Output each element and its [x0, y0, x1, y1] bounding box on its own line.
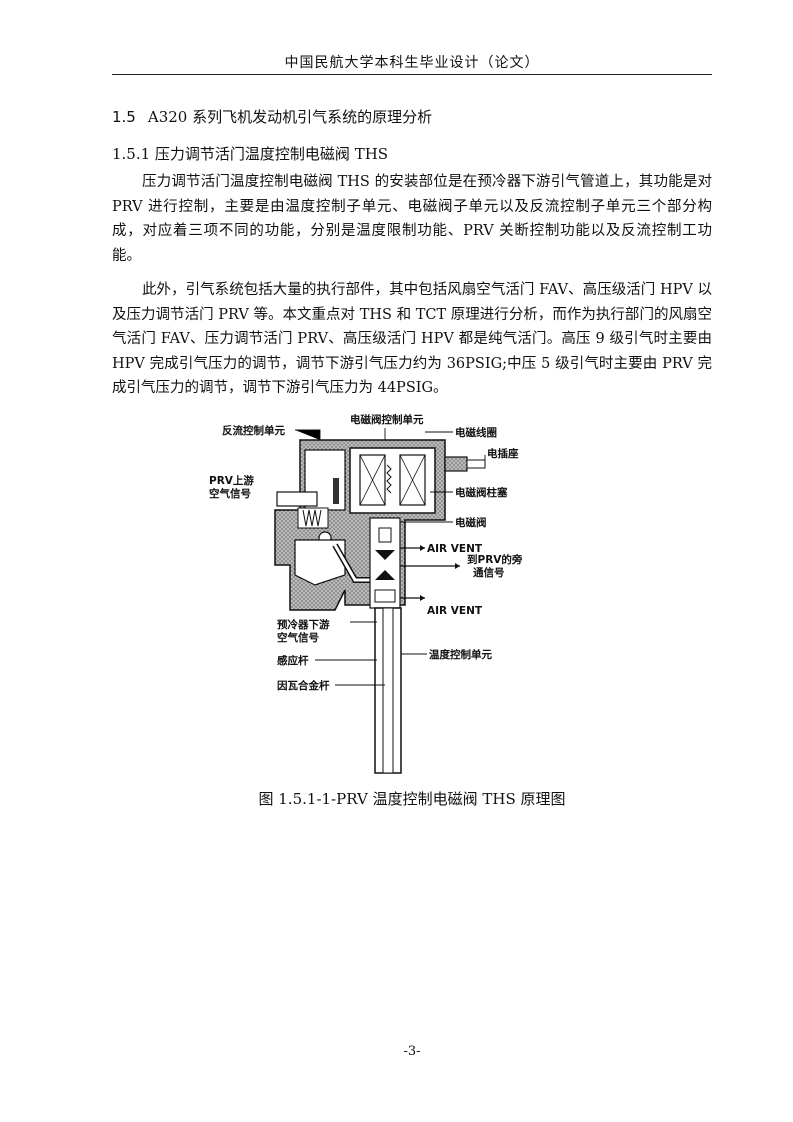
label-precooler-2: 空气信号	[277, 631, 319, 644]
label-air-vent-1: AIR VENT	[427, 543, 483, 555]
page-number: -3-	[403, 1044, 421, 1059]
figure-caption: 图 1.5.1-1-PRV 温度控制电磁阀 THS 原理图	[258, 790, 566, 808]
label-prv-upstream-1: PRV上游	[209, 474, 254, 487]
label-prv-upstream-2: 空气信号	[209, 487, 251, 500]
paragraph-1: 压力调节活门温度控制电磁阀 THS 的安装部位是在预冷器下游引气管道上，其功能是…	[112, 174, 712, 264]
diaphragm	[333, 478, 339, 504]
ths-diagram: 电磁阀控制单元 反流控制单元 电磁线圈 电插座 PRV上游 空气信号 电磁阀柱塞…	[195, 410, 555, 780]
label-reverse-flow-unit: 反流控制单元	[222, 424, 285, 437]
upper-poppet	[375, 550, 395, 560]
label-socket: 电插座	[487, 447, 519, 460]
label-precooler-1: 预冷器下游	[277, 618, 330, 631]
section-number: 1.5	[112, 108, 136, 126]
section-heading: 1.5 A320 系列飞机发动机引气系统的原理分析	[112, 106, 432, 127]
label-coil: 电磁线圈	[455, 426, 497, 439]
header-rule	[112, 74, 712, 75]
section-title: A320 系列飞机发动机引气系统的原理分析	[147, 108, 433, 126]
prv-upstream-port	[276, 491, 318, 507]
invar-rod	[382, 607, 394, 774]
label-air-vent-2: AIR VENT	[427, 605, 483, 617]
label-temp-unit: 温度控制单元	[429, 648, 492, 661]
plunger-spring	[386, 464, 392, 494]
label-to-prv-1: 到PRV的旁	[467, 553, 523, 566]
page-header: 中国民航大学本科生毕业设计（论文）	[284, 55, 540, 71]
paragraph-2: 此外，引气系统包括大量的执行部件，其中包括风扇空气活门 FAV、高压级活门 HP…	[112, 282, 712, 396]
label-invar-rod: 因瓦合金杆	[277, 679, 330, 692]
lower-chamber	[294, 539, 346, 586]
ths-diagram-svg: 电磁阀控制单元 反流控制单元 电磁线圈 电插座 PRV上游 空气信号 电磁阀柱塞…	[209, 413, 523, 774]
lower-poppet	[375, 570, 395, 580]
electrical-socket	[444, 456, 468, 472]
label-solenoid-unit: 电磁阀控制单元	[350, 413, 424, 426]
label-plunger: 电磁阀柱塞	[455, 486, 508, 499]
label-solenoid-valve: 电磁阀	[455, 516, 487, 529]
label-to-prv-2: 通信号	[473, 566, 505, 579]
label-sensing-rod: 感应杆	[277, 654, 309, 667]
subsection-heading: 1.5.1 压力调节活门温度控制电磁阀 THS	[112, 145, 389, 163]
